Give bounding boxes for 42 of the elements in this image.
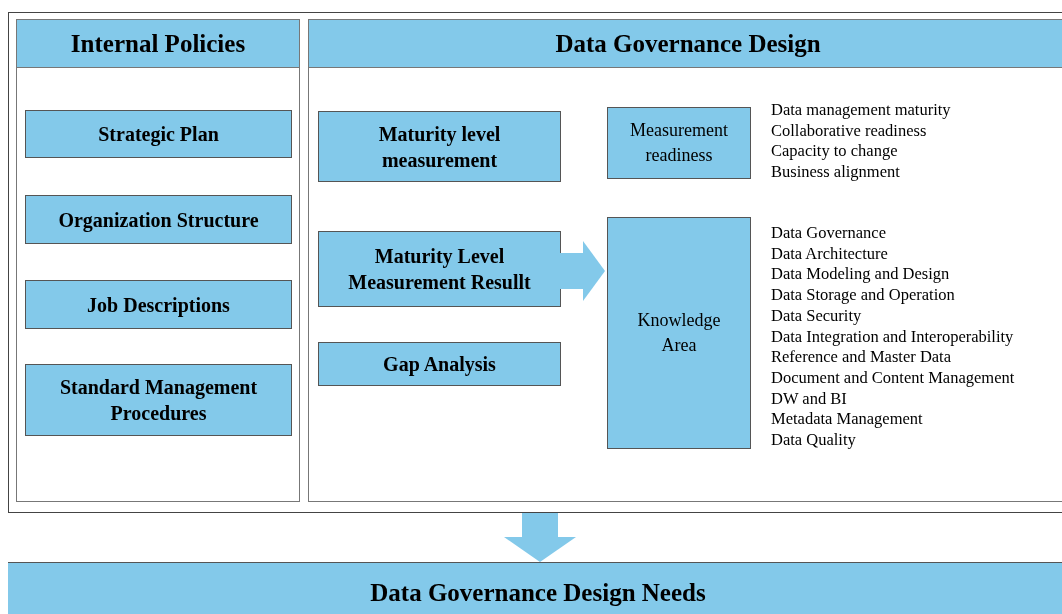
list-item: Data Integration and Interoperability bbox=[771, 326, 1014, 348]
list-item: Data Quality bbox=[771, 430, 856, 451]
process-box bbox=[25, 195, 292, 244]
process-box bbox=[318, 231, 561, 307]
panel bbox=[16, 19, 300, 502]
box-label: Job Descriptions bbox=[87, 292, 230, 318]
list-item: Data Architecture bbox=[771, 243, 888, 265]
panel-title: Internal Policies bbox=[17, 20, 299, 68]
list-item: Metadata Management bbox=[771, 409, 923, 431]
box-label: Standard Management Procedures bbox=[58, 375, 259, 426]
banner-title: Data Governance Design Needs bbox=[370, 578, 706, 607]
process-box bbox=[25, 110, 292, 158]
box-label: Gap Analysis bbox=[383, 352, 496, 377]
process-box bbox=[318, 111, 561, 182]
process-box bbox=[25, 280, 292, 329]
process-box bbox=[607, 217, 751, 449]
list-item: Data Governance bbox=[771, 223, 886, 244]
panel bbox=[308, 19, 1062, 502]
box-label: Maturity level measurement bbox=[377, 121, 502, 173]
block-arrow bbox=[504, 513, 576, 562]
process-box bbox=[25, 364, 292, 436]
box-label: Strategic Plan bbox=[98, 122, 219, 147]
list-item: Business alignment bbox=[771, 162, 900, 183]
panel-title: Data Governance Design bbox=[309, 20, 1062, 68]
process-box bbox=[318, 342, 561, 386]
list-item: Reference and Master Data bbox=[771, 347, 952, 368]
frame bbox=[8, 12, 1062, 513]
box-label: Organization Structure bbox=[58, 207, 259, 233]
box-label: Knowledge Area bbox=[636, 308, 722, 357]
list-item: Document and Content Management bbox=[771, 367, 1015, 389]
list-item: Data management maturity bbox=[771, 100, 951, 121]
box-label: Measurement readiness bbox=[629, 118, 729, 167]
process-box bbox=[607, 107, 751, 179]
banner bbox=[8, 562, 1062, 614]
list-item: Capacity to change bbox=[771, 141, 898, 163]
box-label: Maturity Level Measurement Resullt bbox=[347, 244, 532, 295]
list-item: Data Storage and Operation bbox=[771, 285, 955, 306]
block-arrow bbox=[559, 241, 605, 301]
list-item: Collaborative readiness bbox=[771, 120, 927, 142]
list-item: DW and BI bbox=[771, 388, 847, 410]
list-item: Data Security bbox=[771, 305, 862, 327]
list-item: Data Modeling and Design bbox=[771, 264, 950, 286]
